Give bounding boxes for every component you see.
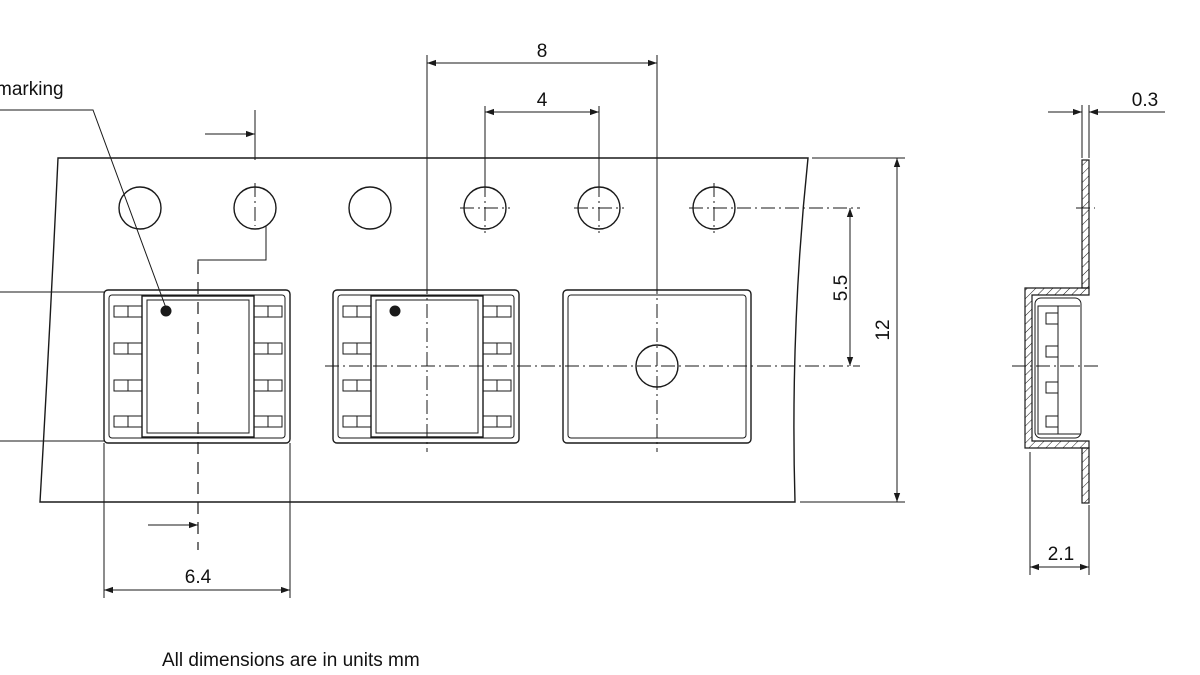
- pin1-marking-dot: [389, 305, 401, 317]
- pin1-marking-dot: [160, 305, 172, 317]
- label-2-1: 2.1: [1048, 544, 1074, 565]
- dimension-6-4: 6.4: [103, 443, 291, 598]
- label-5-5: 5.5: [831, 275, 852, 301]
- dimension-0-3: 0.3: [1048, 90, 1165, 158]
- pocket-1: [103, 289, 291, 444]
- dimension-pitch-4: 4: [484, 90, 600, 183]
- marking-callout: marking: [0, 79, 167, 442]
- dimension-5-5: 5.5: [831, 208, 854, 366]
- label-12: 12: [873, 319, 894, 340]
- sprocket-holes: [118, 183, 860, 233]
- label-4: 4: [537, 90, 548, 111]
- label-0-3: 0.3: [1132, 90, 1158, 111]
- label-marking: marking: [0, 79, 64, 100]
- label-8: 8: [537, 41, 548, 62]
- side-view: [1012, 159, 1102, 504]
- dimension-pitch-8: 8: [426, 41, 658, 282]
- feed-arrows: [148, 110, 256, 529]
- carrier-tape: [39, 157, 809, 503]
- dimension-2-1: 2.1: [1029, 452, 1090, 575]
- center-lines: [197, 226, 860, 550]
- label-6-4: 6.4: [185, 567, 212, 588]
- dimension-12: 12: [800, 157, 905, 503]
- sprocket-hole: [118, 186, 162, 230]
- sprocket-hole: [348, 186, 392, 230]
- units-note: All dimensions are in units mm: [162, 650, 420, 671]
